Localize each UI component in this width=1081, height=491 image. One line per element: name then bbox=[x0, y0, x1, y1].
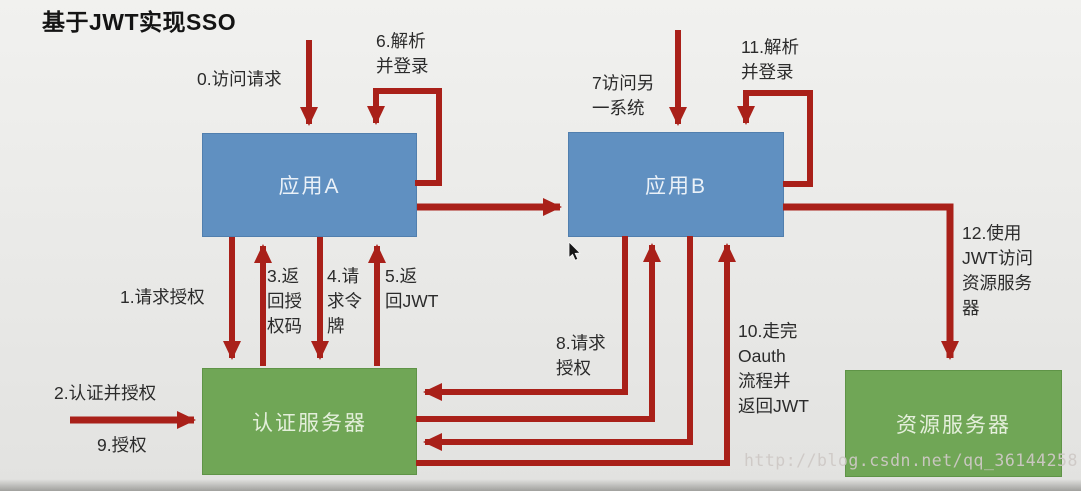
label-step8: 8.请求 授权 bbox=[556, 333, 606, 378]
watermark: http://blog.csdn.net/qq_36144258 bbox=[744, 451, 1078, 470]
node-auth-server: 认证服务器 bbox=[202, 368, 417, 475]
node-app-a-label: 应用A bbox=[278, 175, 341, 198]
node-app-a: 应用A bbox=[202, 133, 417, 237]
label-step7: 7访问另 一系统 bbox=[592, 73, 655, 118]
label-step9: 9.授权 bbox=[97, 435, 147, 455]
label-step6: 6.解析 并登录 bbox=[376, 31, 429, 76]
label-step0: 0.访问请求 bbox=[197, 69, 282, 89]
node-auth-server-label: 认证服务器 bbox=[252, 411, 367, 435]
arrow-step10-return-jwt bbox=[416, 243, 736, 466]
page-title: 基于JWT实现SSO bbox=[42, 9, 237, 35]
label-step2: 2.认证并授权 bbox=[54, 383, 157, 403]
label-step10: 10.走完 Oauth 流程并 返回JWT bbox=[738, 321, 809, 416]
arrow-app-b-to-auth bbox=[423, 236, 693, 451]
label-step12: 12.使用 JWT访问 资源服务 器 bbox=[962, 223, 1033, 318]
label-step11: 11.解析 并登录 bbox=[741, 37, 800, 82]
node-app-b-label: 应用B bbox=[644, 174, 707, 198]
label-step1: 1.请求授权 bbox=[120, 287, 205, 307]
node-resource-server-label: 资源服务器 bbox=[896, 413, 1011, 437]
label-step4: 4.请 求令 牌 bbox=[327, 266, 362, 336]
mouse-cursor-icon bbox=[568, 242, 581, 261]
arrow-auth-redirect-to-app-b bbox=[416, 243, 661, 422]
node-resource-server: 资源服务器 bbox=[845, 370, 1062, 477]
label-step3: 3.返 回授 权码 bbox=[267, 266, 302, 336]
arrow-step8-request-auth bbox=[423, 236, 628, 401]
arrow-step6-parse-login-loop bbox=[367, 88, 442, 186]
label-step5: 5.返 回JWT bbox=[385, 266, 439, 311]
arrow-step12-access-resource bbox=[783, 203, 959, 360]
bottom-shade bbox=[0, 479, 1081, 491]
arrow-step11-parse-login-loop bbox=[737, 90, 813, 187]
